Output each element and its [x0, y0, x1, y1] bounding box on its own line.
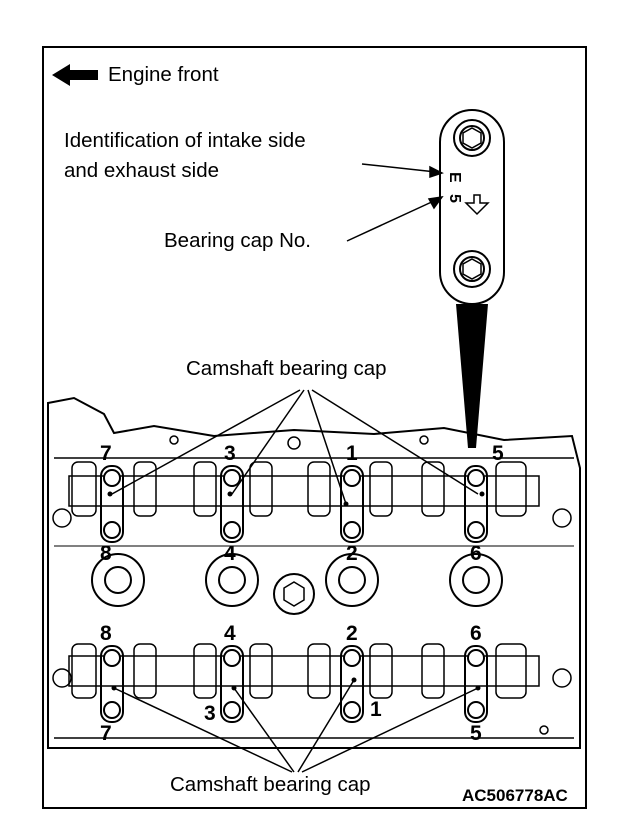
down-arrow-icon — [464, 194, 490, 216]
side-mark: E — [446, 172, 463, 183]
cap-number: 7 — [100, 722, 112, 745]
cap-number: 8 — [100, 542, 112, 565]
cap-number: 5 — [470, 722, 482, 745]
cap-number: 1 — [346, 442, 358, 465]
cap-number: 6 — [470, 542, 482, 565]
figure-frame: 7 3 1 5 8 4 2 6 8 4 2 6 7 3 1 5 E 5 Engi… — [42, 46, 587, 809]
cap-number: 4 — [224, 542, 236, 565]
cap-number: 1 — [370, 698, 382, 721]
bearing-cap-detail — [439, 109, 505, 305]
identification-label-line1: Identification of intake side — [64, 129, 306, 152]
camshaft-leader-lines — [111, 389, 479, 773]
camshaft-bearing-cap-top-label: Camshaft bearing cap — [182, 356, 391, 382]
cap-number: 3 — [204, 702, 216, 725]
bearing-cap-no-label: Bearing cap No. — [164, 229, 312, 252]
cap-number: 3 — [224, 442, 236, 465]
cap-number: 8 — [100, 622, 112, 645]
cap-detail-number: 5 — [446, 194, 463, 203]
cap-number: 7 — [100, 442, 112, 465]
cap-number: 5 — [492, 442, 504, 465]
callout-arrows — [346, 163, 444, 242]
identification-label-line2: and exhaust side — [64, 159, 220, 182]
figure-code: AC506778AC — [462, 786, 568, 805]
cap-number: 2 — [346, 622, 358, 645]
camshaft-bearing-cap-bottom-label: Camshaft bearing cap — [170, 773, 371, 796]
cap-number: 6 — [470, 622, 482, 645]
engine-front-label: Engine front — [108, 63, 219, 86]
left-arrow-icon — [52, 64, 98, 86]
engine-diagram: 7 3 1 5 8 4 2 6 8 4 2 6 7 3 1 5 E 5 — [47, 64, 581, 773]
cap-number-labels: 7 3 1 5 8 4 2 6 8 4 2 6 7 3 1 5 — [100, 442, 504, 745]
cap-number: 2 — [346, 542, 358, 565]
cylinder-head — [47, 396, 581, 749]
cap-number: 4 — [224, 622, 236, 645]
